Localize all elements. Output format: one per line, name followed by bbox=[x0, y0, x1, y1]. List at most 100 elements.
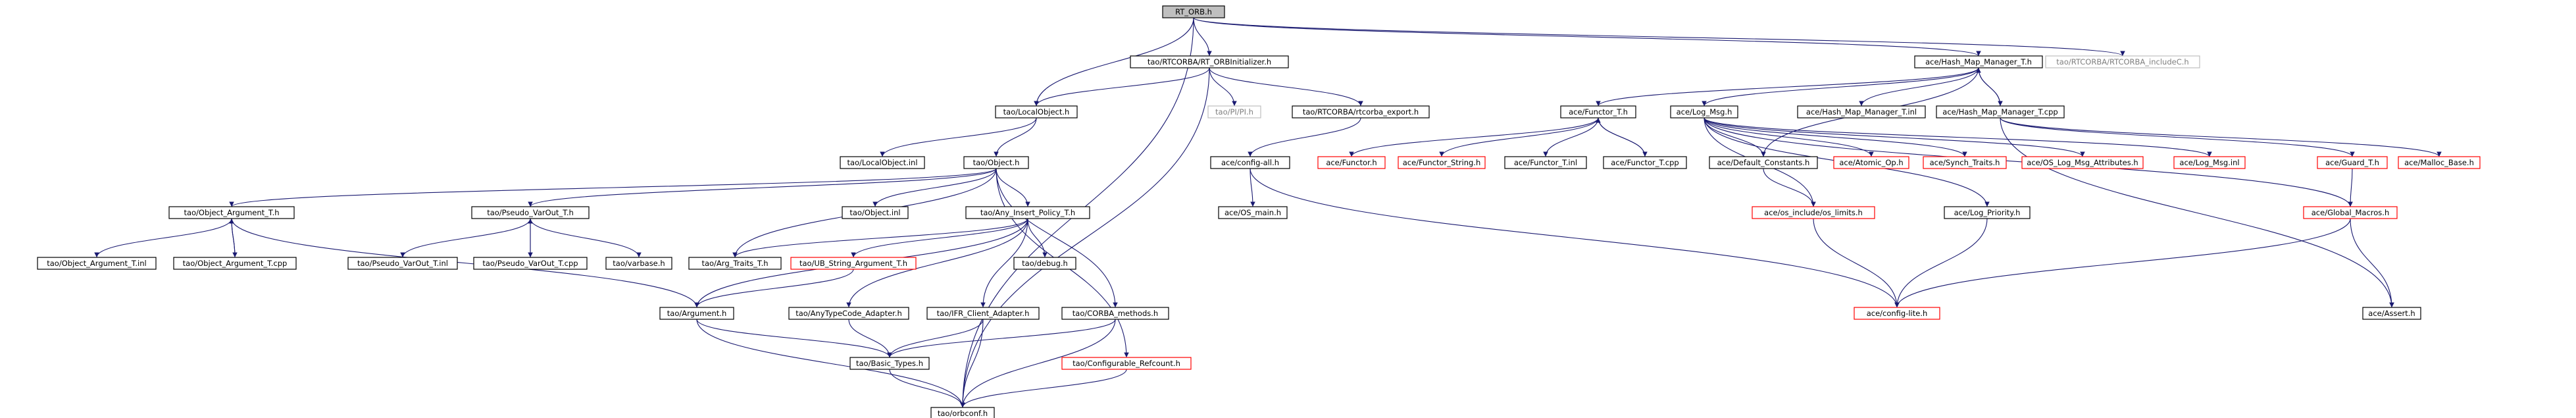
node-box bbox=[965, 206, 1090, 219]
node-box bbox=[168, 206, 295, 219]
node-functor-string-h[interactable]: ace/Functor_String.h bbox=[1398, 156, 1486, 169]
node-debug-h[interactable]: tao/debug.h bbox=[1013, 257, 1076, 270]
node-hmm-t-inl[interactable]: ace/Hash_Map_Manager_T.inl bbox=[1797, 105, 1926, 118]
node-functor-h[interactable]: ace/Functor.h bbox=[1317, 156, 1386, 169]
node-functor-t-cpp[interactable]: ace/Functor_T.cpp bbox=[1603, 156, 1687, 169]
node-box bbox=[926, 307, 1040, 320]
node-label: ace/Default_Constants.h bbox=[1717, 158, 1810, 167]
edge-object_h-to-any_insert_policy_t_h bbox=[996, 168, 1030, 207]
node-label: tao/LocalObject.inl bbox=[847, 158, 917, 167]
edge-pseudo_varout_t_h-to-pseudo_varout_t_inl bbox=[400, 218, 531, 258]
node-includec-h[interactable]: tao/RTCORBA/RTCORBA_includeC.h bbox=[2045, 55, 2200, 68]
node-localobject-inl[interactable]: tao/LocalObject.inl bbox=[840, 156, 925, 169]
node-functor-t-h[interactable]: ace/Functor_T.h bbox=[1560, 105, 1636, 118]
node-assert-h[interactable]: ace/Assert.h bbox=[2362, 307, 2421, 320]
edge-any_insert_policy_t_h-to-anytypecode_adapter_h bbox=[846, 218, 1028, 308]
node-global-macros-h[interactable]: ace/Global_Macros.h bbox=[2303, 206, 2398, 219]
edge-localobject_h-to-object_h bbox=[994, 117, 1037, 157]
node-os-main-h[interactable]: ace/OS_main.h bbox=[1218, 206, 1288, 219]
node-label: tao/Basic_Types.h bbox=[856, 359, 923, 368]
node-label: ace/Functor_T.cpp bbox=[1611, 158, 1679, 167]
node-box bbox=[2303, 206, 2398, 219]
node-orbconf-h[interactable]: tao/orbconf.h bbox=[930, 407, 995, 418]
edge-global_macros_h-to-config_lite_h bbox=[1894, 218, 2351, 308]
node-label: tao/Arg_Traits_T.h bbox=[701, 259, 768, 268]
edge-any_insert_policy_t_h-to-debug_h bbox=[1027, 218, 1048, 258]
node-basic-types-h[interactable]: tao/Basic_Types.h bbox=[849, 357, 930, 370]
node-label: tao/Object_Argument_T.h bbox=[184, 208, 279, 217]
node-label: tao/orbconf.h bbox=[938, 409, 988, 418]
edge-orbinit_h-to-pi_h bbox=[1209, 67, 1237, 107]
node-argument-h[interactable]: tao/Argument.h bbox=[659, 307, 734, 320]
node-hmm-t-cpp[interactable]: ace/Hash_Map_Manager_T.cpp bbox=[1936, 105, 2065, 118]
edge-orbinit_h-to-localobject_h bbox=[1034, 67, 1210, 107]
edge-log_priority_h-to-config_lite_h bbox=[1894, 218, 1988, 308]
node-pi-h[interactable]: tao/PI/PI.h bbox=[1207, 105, 1261, 118]
node-varbase-h[interactable]: tao/varbase.h bbox=[605, 257, 672, 270]
node-synch-traits-h[interactable]: ace/Synch_Traits.h bbox=[1923, 156, 2007, 169]
node-label: tao/RTCORBA/rtcorba_export.h bbox=[1303, 107, 1419, 117]
node-label: ace/OS_Log_Msg_Attributes.h bbox=[2027, 158, 2138, 167]
node-corba-methods-h[interactable]: tao/CORBA_methods.h bbox=[1061, 307, 1169, 320]
node-arg-traits-t-h[interactable]: tao/Arg_Traits_T.h bbox=[688, 257, 782, 270]
node-label: tao/CORBA_methods.h bbox=[1073, 309, 1158, 318]
node-log-priority-h[interactable]: ace/Log_Priority.h bbox=[1944, 206, 2031, 219]
edge-config_all_h-to-os_main_h bbox=[1250, 168, 1255, 207]
node-box bbox=[347, 257, 458, 270]
node-os-limits-h[interactable]: ace/os_include/os_limits.h bbox=[1752, 206, 1875, 219]
node-label: ace/os_include/os_limits.h bbox=[1764, 208, 1863, 217]
node-default-constants-h[interactable]: ace/Default_Constants.h bbox=[1709, 156, 1818, 169]
node-label: ace/Hash_Map_Manager_T.h bbox=[1925, 57, 2032, 66]
node-object-argument-t-cpp[interactable]: tao/Object_Argument_T.cpp bbox=[173, 257, 297, 270]
edge-corba_methods_h-to-basic_types_h bbox=[887, 319, 1116, 358]
node-functor-t-inl[interactable]: ace/Functor_T.inl bbox=[1504, 156, 1587, 169]
node-config-all-h[interactable]: ace/config-all.h bbox=[1210, 156, 1290, 169]
edge-functor_t_h-to-functor_h bbox=[1349, 117, 1599, 157]
node-object-inl[interactable]: tao/Object.inl bbox=[842, 206, 909, 219]
node-label: ace/Log_Msg.h bbox=[1677, 107, 1732, 117]
edge-guard_t_h-to-global_macros_h bbox=[2348, 168, 2353, 207]
node-box bbox=[1130, 55, 1289, 68]
node-guard-t-h[interactable]: ace/Guard_T.h bbox=[2317, 156, 2388, 169]
node-object-h[interactable]: tao/Object.h bbox=[963, 156, 1029, 169]
node-ub-string-argument-t-h[interactable]: tao/UB_String_Argument_T.h bbox=[790, 257, 917, 270]
node-box bbox=[1061, 307, 1169, 320]
node-object-argument-t-inl[interactable]: tao/Object_Argument_T.inl bbox=[37, 257, 157, 270]
node-label: tao/Argument.h bbox=[667, 309, 726, 318]
node-label: ace/config-all.h bbox=[1221, 158, 1279, 167]
node-any-insert-policy-t-h[interactable]: tao/Any_Insert_Policy_T.h bbox=[965, 206, 1090, 219]
node-config-lite-h[interactable]: ace/config-lite.h bbox=[1854, 307, 1940, 320]
edge-ifr_client_adapter_h-to-basic_types_h bbox=[887, 319, 984, 358]
node-rtcorba-export-h[interactable]: tao/RTCORBA/rtcorba_export.h bbox=[1292, 105, 1430, 118]
node-pseudo-varout-t-inl[interactable]: tao/Pseudo_VarOut_T.inl bbox=[347, 257, 458, 270]
node-ifr-client-adapter-h[interactable]: tao/IFR_Client_Adapter.h bbox=[926, 307, 1040, 320]
edge-object_argument_t_h-to-argument_h bbox=[231, 218, 699, 308]
edge-log_msg_h-to-atomic_op_h bbox=[1704, 117, 1874, 157]
edge-object_h-to-object_argument_t_h bbox=[229, 168, 997, 207]
node-log-msg-h[interactable]: ace/Log_Msg.h bbox=[1670, 105, 1738, 118]
node-pseudo-varout-t-h[interactable]: tao/Pseudo_VarOut_T.h bbox=[471, 206, 590, 219]
node-box bbox=[2362, 307, 2421, 320]
edge-rt_orb_h-to-hmm_t_h bbox=[1193, 17, 1981, 57]
node-box bbox=[37, 257, 157, 270]
node-box bbox=[849, 357, 930, 370]
node-hmm-t-h[interactable]: ace/Hash_Map_Manager_T.h bbox=[1914, 55, 2043, 68]
node-configurable-refcount-h[interactable]: tao/Configurable_Refcount.h bbox=[1061, 357, 1192, 370]
edge-pseudo_varout_t_h-to-varbase_h bbox=[530, 218, 642, 258]
edge-ub_string_argument_t_h-to-argument_h bbox=[694, 269, 854, 308]
node-rt-orb-h[interactable]: RT_ORB.h bbox=[1162, 5, 1225, 18]
node-anytypecode-adapter-h[interactable]: tao/AnyTypeCode_Adapter.h bbox=[788, 307, 909, 320]
node-box bbox=[2173, 156, 2246, 169]
node-pseudo-varout-t-cpp[interactable]: tao/Pseudo_VarOut_T.cpp bbox=[473, 257, 588, 270]
node-log-msg-inl[interactable]: ace/Log_Msg.inl bbox=[2173, 156, 2246, 169]
node-atomic-op-h[interactable]: ace/Atomic_Op.h bbox=[1833, 156, 1909, 169]
edge-ifr_client_adapter_h-to-orbconf_h bbox=[960, 319, 984, 408]
edge-functor_t_h-to-functor_string_h bbox=[1439, 117, 1599, 157]
node-os-log-msg-attr-h[interactable]: ace/OS_Log_Msg_Attributes.h bbox=[2021, 156, 2144, 169]
node-orbinit-h[interactable]: tao/RTCORBA/RT_ORBInitializer.h bbox=[1130, 55, 1289, 68]
node-malloc-base-h[interactable]: ace/Malloc_Base.h bbox=[2398, 156, 2481, 169]
node-object-argument-t-h[interactable]: tao/Object_Argument_T.h bbox=[168, 206, 295, 219]
node-label: tao/IFR_Client_Adapter.h bbox=[937, 309, 1030, 318]
node-localobject-h[interactable]: tao/LocalObject.h bbox=[995, 105, 1078, 118]
